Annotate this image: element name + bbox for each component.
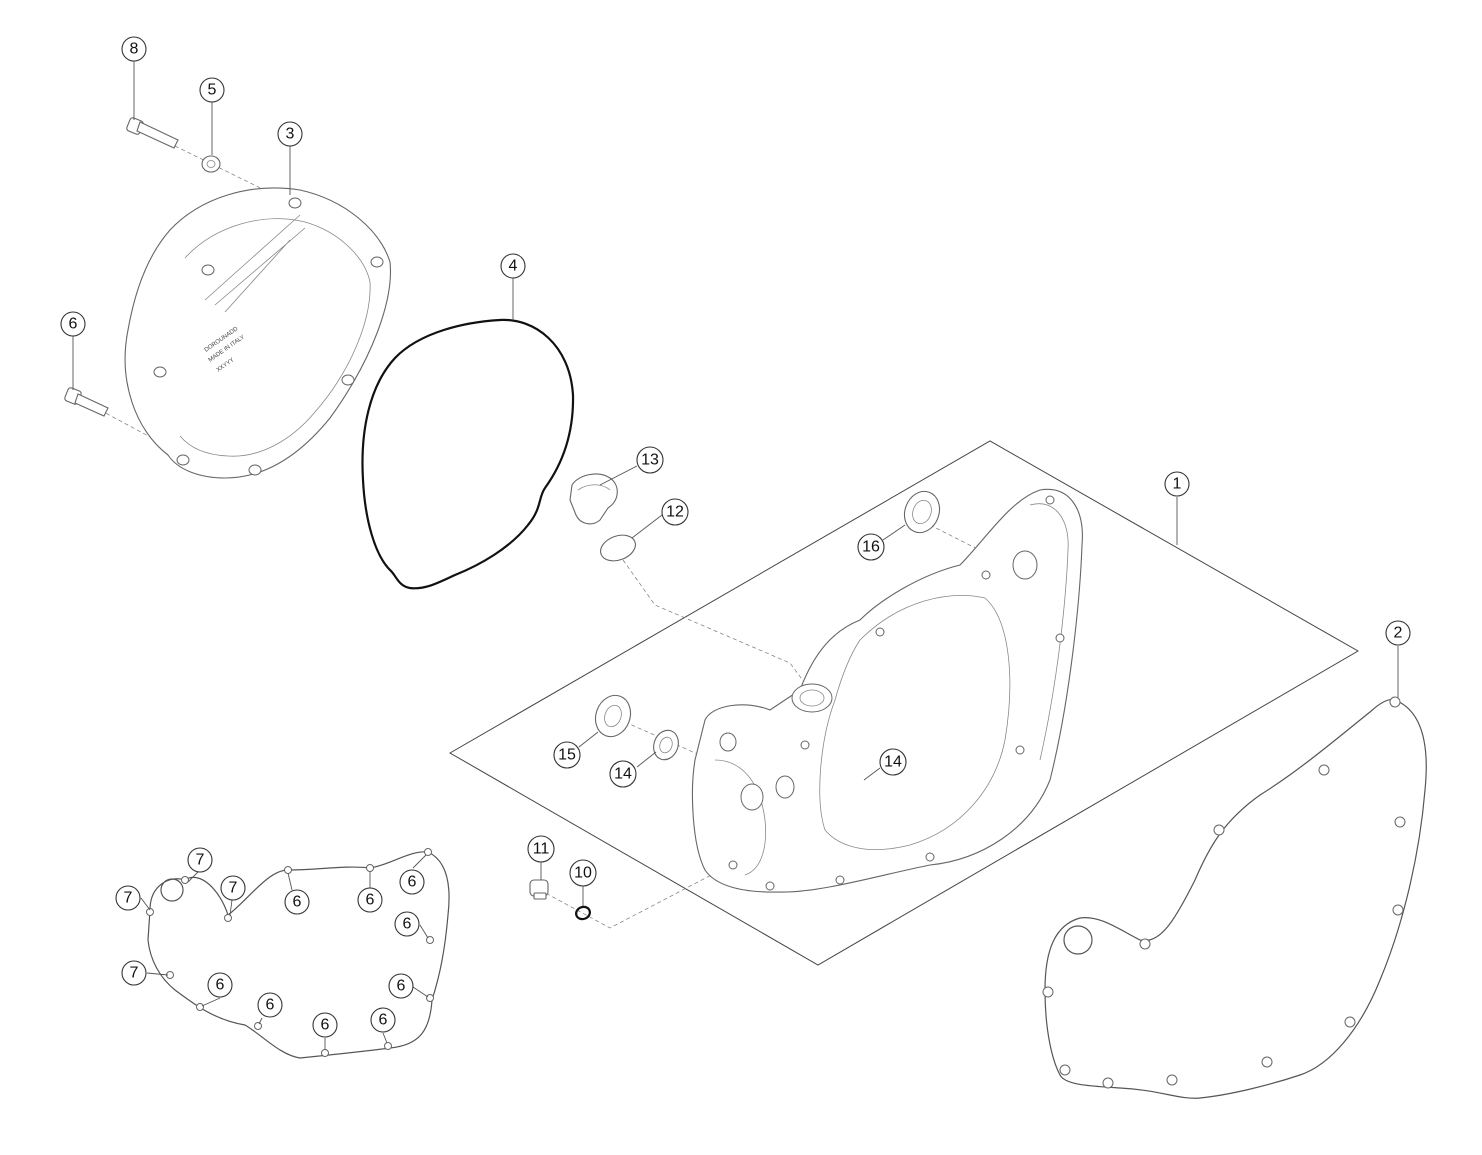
callout-5: 5 [199,77,225,103]
gasket-hole-position-diagram [146,848,450,1059]
gasket-part-4 [361,318,575,590]
assembly-line-bolt6 [99,409,166,446]
callout-label: 3 [286,126,295,143]
position-callout-6: 6 [399,869,425,895]
callout-2: 2 [1385,620,1411,646]
callout-12: 12 [661,498,689,526]
position-callout-6: 6 [257,992,283,1018]
callout-label: 15 [558,747,576,764]
callout-1: 1 [1164,471,1190,497]
plug-part-13 [569,473,618,525]
bolt-part-8 [126,117,179,149]
callout-8: 8 [121,36,147,62]
leader-lines [72,61,1399,1050]
callout-label: 11 [533,841,550,858]
callout-11: 11 [527,835,555,863]
callout-label: 6 [379,1012,388,1029]
callout-label: 7 [196,852,205,869]
position-callout-6: 6 [388,973,414,999]
assembly-frame [448,440,1360,966]
callout-label: 7 [124,890,133,907]
callout-label: 6 [321,1017,330,1034]
oil-seal-part-16 [903,490,941,534]
position-callout-6: 6 [312,1012,338,1038]
callout-label: 6 [366,892,375,909]
position-callout-7: 7 [187,847,213,873]
callout-label: 12 [666,504,684,521]
callout-label: 6 [216,977,225,994]
position-callout-6: 6 [207,972,233,998]
callout-6-bolt: 6 [60,311,86,337]
assembly-line-seal15 [624,721,746,776]
callout-14-left: 14 [609,760,637,788]
callout-label: 14 [884,754,902,771]
position-callout-7: 7 [115,885,141,911]
assembly-line-plug [622,559,811,691]
callout-label: 4 [509,258,518,275]
position-callout-6: 6 [284,889,310,915]
callout-label: 6 [69,316,78,333]
bolt-part-6 [64,387,109,417]
drain-plug-part-11 [529,879,549,900]
callout-16: 16 [857,533,885,561]
crankcase-cover-part-1 [691,488,1083,893]
assembly-line-bolt8 [174,145,296,206]
callout-4: 4 [500,253,526,279]
callout-label: 16 [862,539,880,556]
o-ring-part-12 [600,534,636,562]
callout-label: 6 [408,874,417,891]
bearing-part-14-left [653,729,679,761]
callout-14-right: 14 [879,748,907,776]
position-callout-7: 7 [121,960,147,986]
gasket-part-2 [1042,696,1427,1099]
callout-label: 6 [266,997,275,1014]
callout-13: 13 [636,446,664,474]
callout-10: 10 [569,859,597,887]
callout-label: 1 [1173,476,1182,493]
o-ring-part-10 [575,905,591,921]
callout-3: 3 [277,121,303,147]
callout-label: 10 [574,865,592,882]
washer-part-5 [201,155,221,173]
oil-seal-part-15 [594,694,632,738]
position-callout-7: 7 [220,875,246,901]
callout-label: 8 [130,41,139,58]
position-callout-6: 6 [357,887,383,913]
assembly-line-drain [539,859,741,929]
callout-label: 13 [641,452,659,469]
callout-label: 5 [208,82,217,99]
position-callout-6: 6 [394,911,420,937]
clutch-cover-part-3: DOROUNADD MADE IN ITALY XXYYY [124,187,392,479]
callout-label: 6 [403,916,412,933]
callout-15: 15 [553,741,581,769]
callout-label: 14 [614,766,632,783]
callout-label: 6 [293,894,302,911]
callout-label: 7 [130,965,139,982]
position-callout-6: 6 [370,1007,396,1033]
callout-label: 7 [229,880,238,897]
callout-label: 2 [1394,625,1403,642]
callout-label: 6 [397,978,406,995]
